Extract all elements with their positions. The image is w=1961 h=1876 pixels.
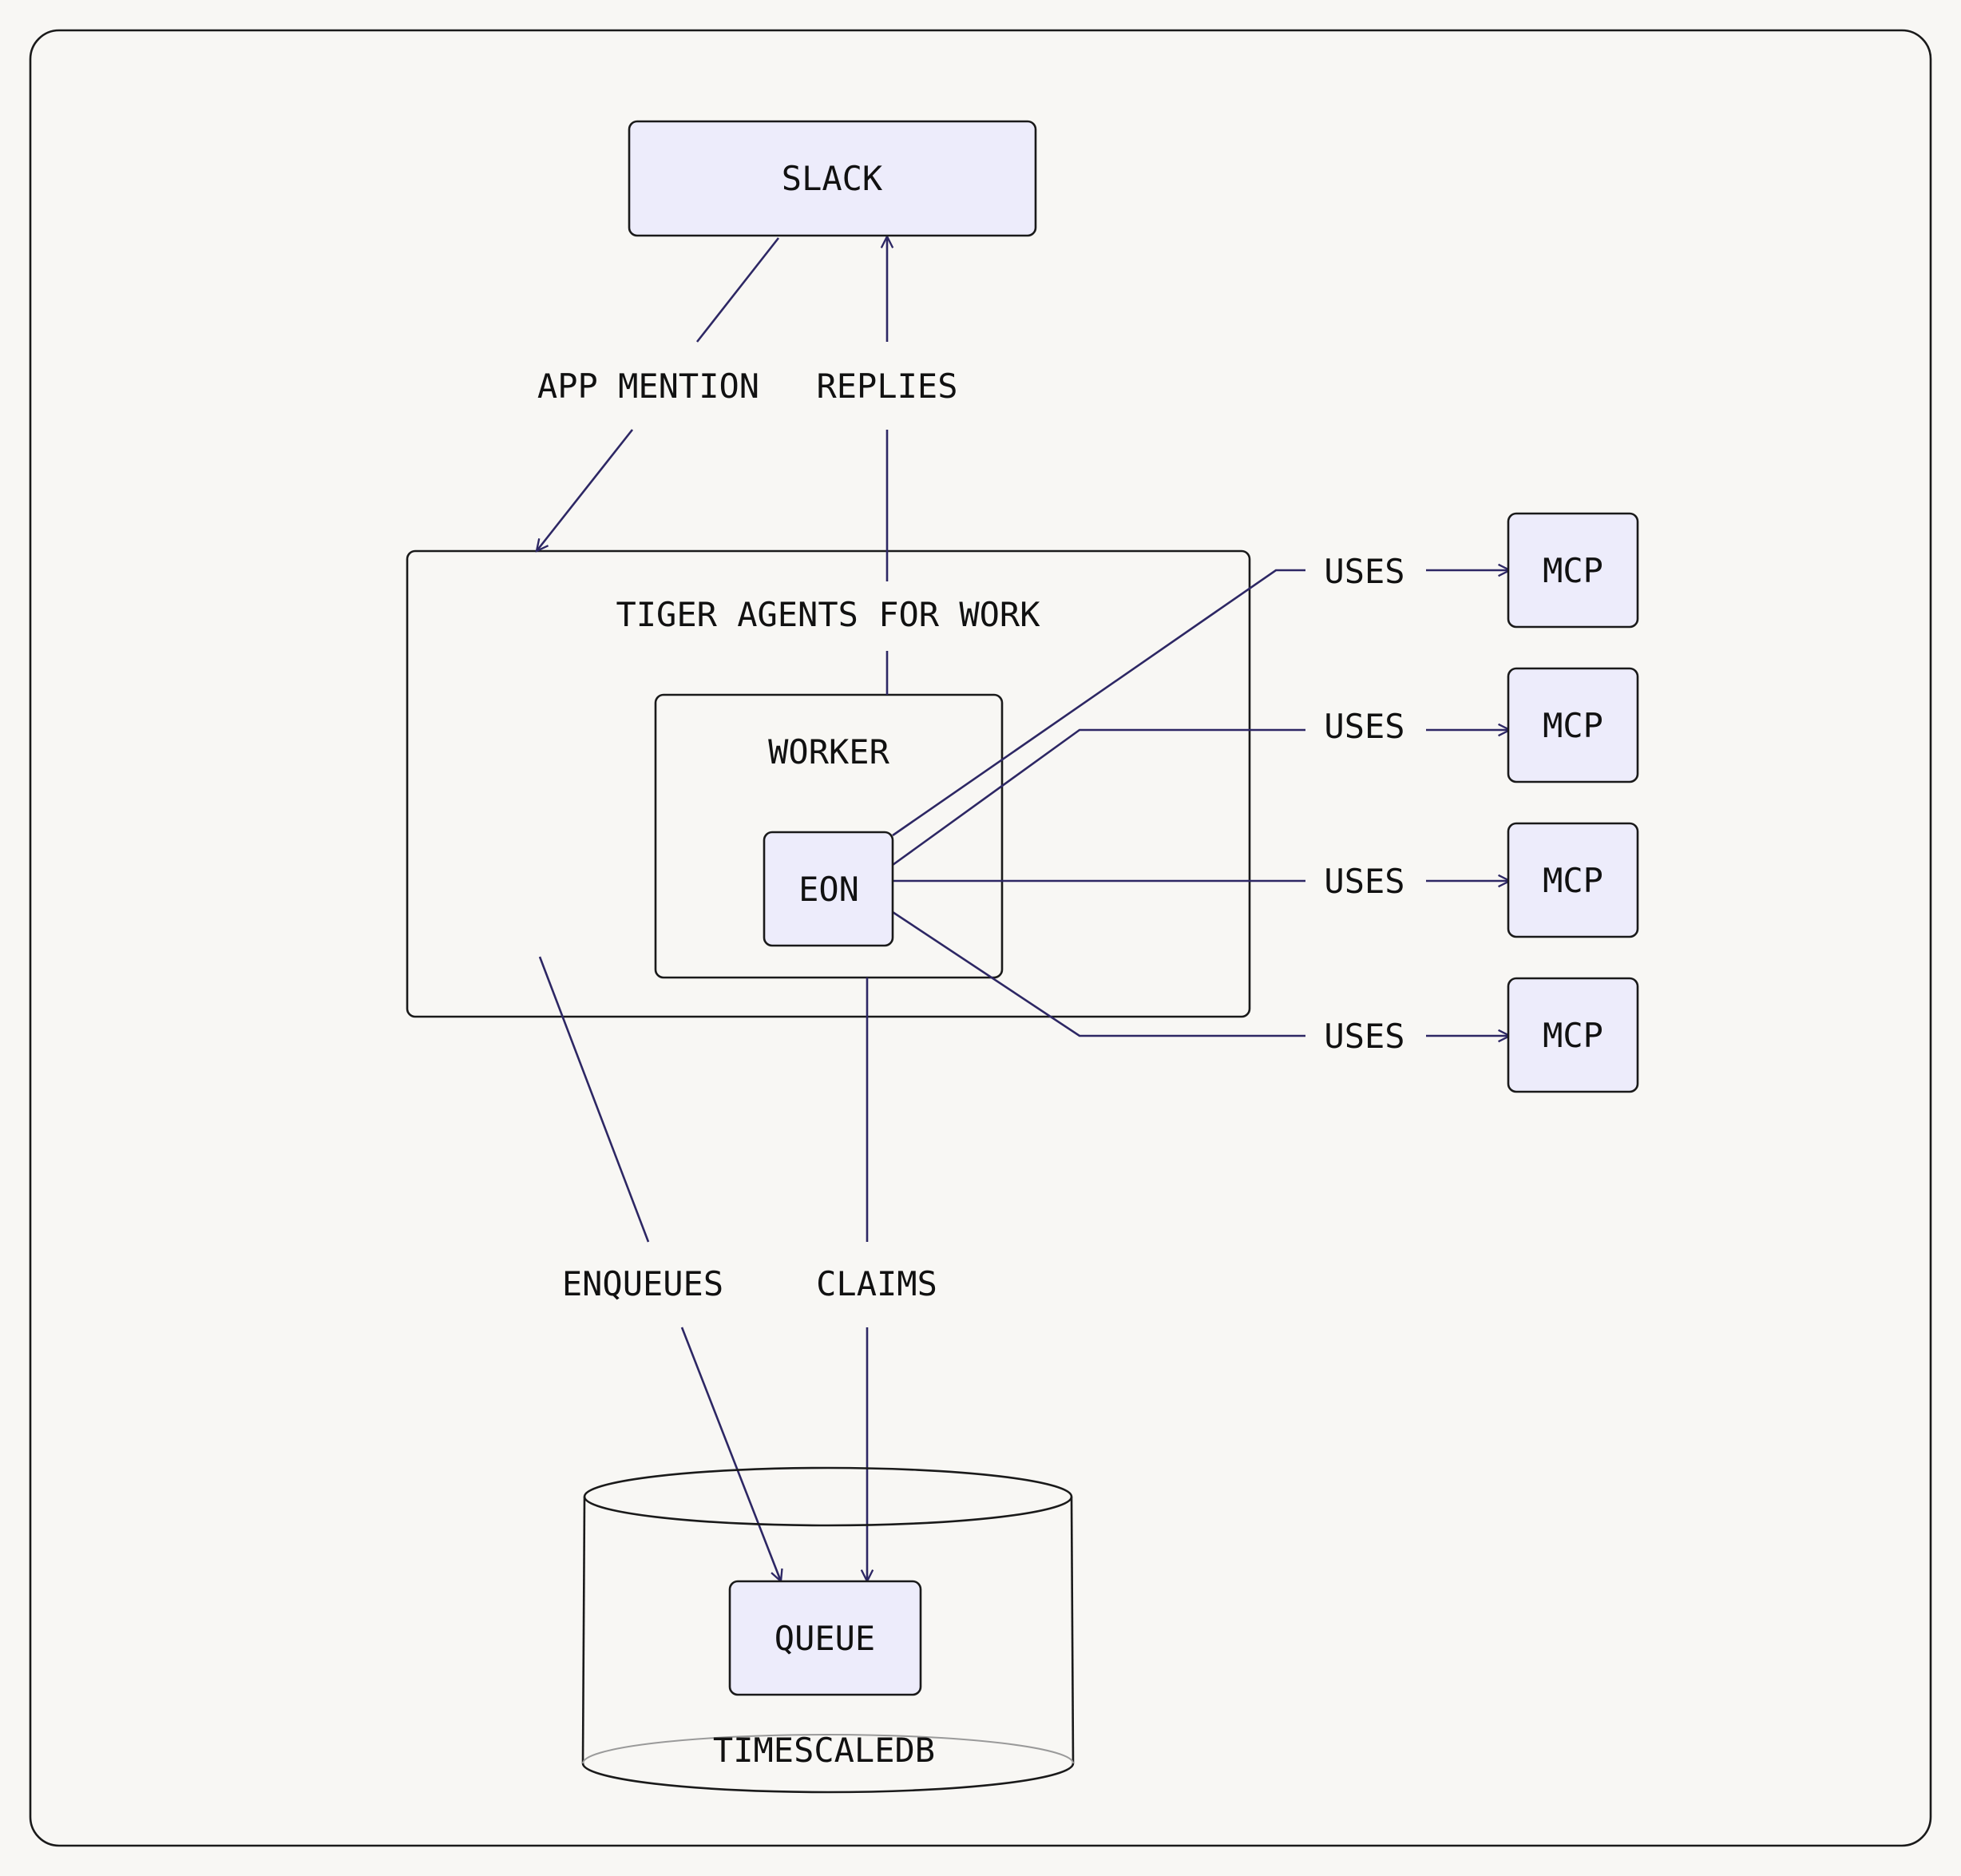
edge-uses-1	[892, 569, 1305, 837]
worker-label: WORKER	[768, 732, 889, 771]
eon-node	[763, 831, 894, 947]
edge-label-uses-1: USES	[1324, 552, 1404, 591]
edge-label-uses-3: USES	[1324, 862, 1404, 901]
edge-label-claims: CLAIMS	[816, 1264, 937, 1303]
edge-label-uses-2: USES	[1324, 707, 1404, 746]
eon-label: EON	[798, 870, 859, 909]
mcp-node-3	[1507, 822, 1639, 938]
tiger-agents-label: TIGER AGENTS FOR WORK	[616, 595, 1040, 634]
slack-node	[628, 120, 1037, 237]
edge-enqueues-top	[538, 956, 650, 1243]
edge-app-mention-top	[695, 237, 780, 343]
mcp-node-2	[1507, 667, 1639, 783]
queue-node	[728, 1580, 922, 1696]
mcp-label-1: MCP	[1543, 551, 1603, 590]
edge-enqueues-bottom	[680, 1327, 781, 1581]
timescaledb-label: TIMESCALEDB	[713, 1731, 935, 1770]
edge-app-mention-bottom	[537, 429, 634, 551]
edge-label-replies: REPLIES	[816, 367, 957, 406]
edge-label-app-mention: APP MENTION	[537, 367, 759, 406]
edge-label-enqueues: ENQUEUES	[562, 1264, 723, 1303]
mcp-label-3: MCP	[1543, 861, 1603, 900]
edge-uses-2	[892, 728, 1305, 867]
edge-uses-4	[892, 910, 1305, 1037]
queue-label: QUEUE	[774, 1619, 875, 1658]
edge-label-uses-4: USES	[1324, 1017, 1404, 1056]
mcp-node-1	[1507, 512, 1639, 629]
mcp-node-4	[1507, 977, 1639, 1093]
mcp-label-4: MCP	[1543, 1016, 1603, 1055]
slack-label: SLACK	[782, 159, 883, 198]
timescaledb-cylinder	[581, 1466, 1075, 1794]
mcp-label-2: MCP	[1543, 706, 1603, 745]
